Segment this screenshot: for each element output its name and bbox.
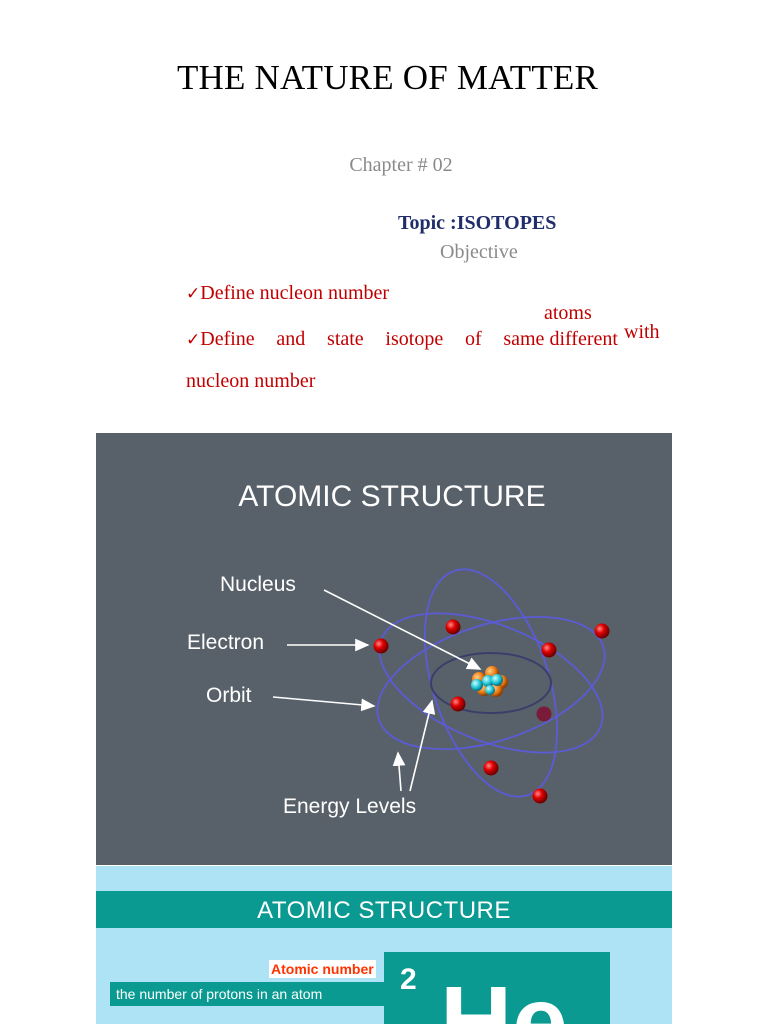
objective-item-2-tail: nucleon number [186, 370, 316, 392]
atomic-number-description: the number of protons in an atom [110, 982, 390, 1006]
energy-arrow-2 [409, 699, 436, 792]
chapter-label: Chapter # 02 [349, 154, 453, 176]
electron-icon [532, 788, 548, 804]
slide1-title: ATOMIC STRUCTURE [238, 480, 546, 513]
electrons [373, 619, 610, 804]
nucleus-arrow [323, 589, 482, 670]
objective-item-1: ✓Define nucleon number [186, 282, 389, 305]
electron-icon [445, 619, 461, 635]
slide2-title-bar [96, 891, 672, 928]
objective-item-2-word-3: state [327, 328, 364, 350]
element-tile [384, 952, 610, 1024]
objective-heading: Objective [440, 241, 518, 263]
orbit-ring [376, 615, 606, 751]
atomic-number-value: 2 [400, 963, 417, 996]
nucleus-icon [471, 666, 508, 697]
electron-label: Electron [187, 631, 265, 654]
objective-item-2-with: with [624, 321, 660, 343]
objective-item-2: ✓Define and state isotope of same differ… [186, 328, 618, 351]
nucleus-label: Nucleus [220, 573, 296, 596]
objective-item-2-word-1: ✓Define [186, 328, 255, 350]
page-title: THE NATURE OF MATTER [176, 58, 599, 97]
electron-icon [536, 706, 552, 722]
objective-item-2-atoms: atoms [544, 302, 592, 324]
orbit-label: Orbit [206, 684, 252, 707]
orbit-arrow [272, 696, 376, 712]
objective-item-2-word-2: and [276, 328, 306, 350]
atomic-number-slide: ATOMIC STRUCTURE Atomic number the numbe… [96, 866, 672, 1024]
topic-heading: Topic :ISOTOPES [398, 212, 557, 234]
orbit-paths [376, 568, 606, 798]
atomic-number-label: Atomic number [269, 960, 376, 978]
electron-icon [450, 696, 466, 712]
electron-icon [541, 642, 557, 658]
atom-diagram [272, 568, 610, 804]
check-icon: ✓ [186, 284, 201, 304]
element-symbol: He [440, 966, 568, 1024]
electron-icon [373, 638, 389, 654]
objective-item-2-word-4: isotope [385, 328, 444, 350]
check-icon: ✓ [186, 330, 201, 350]
energy-arrow-1 [392, 751, 406, 792]
electron-icon [483, 760, 499, 776]
orbit-ring [430, 652, 552, 714]
objective-item-2-word-5: of [464, 328, 482, 350]
objective-item-2-word-6: same different [503, 328, 618, 350]
slide2-title: ATOMIC STRUCTURE [257, 897, 511, 924]
orbit-ring [423, 568, 559, 798]
electron-icon [594, 623, 610, 639]
pointer-arrows [272, 589, 482, 792]
energy-levels-label: Energy Levels [283, 795, 417, 818]
atomic-structure-slide: ATOMIC STRUCTURE Nucleus Electron Orbit … [96, 433, 672, 865]
objective-item-1-text: Define nucleon number [200, 282, 390, 304]
